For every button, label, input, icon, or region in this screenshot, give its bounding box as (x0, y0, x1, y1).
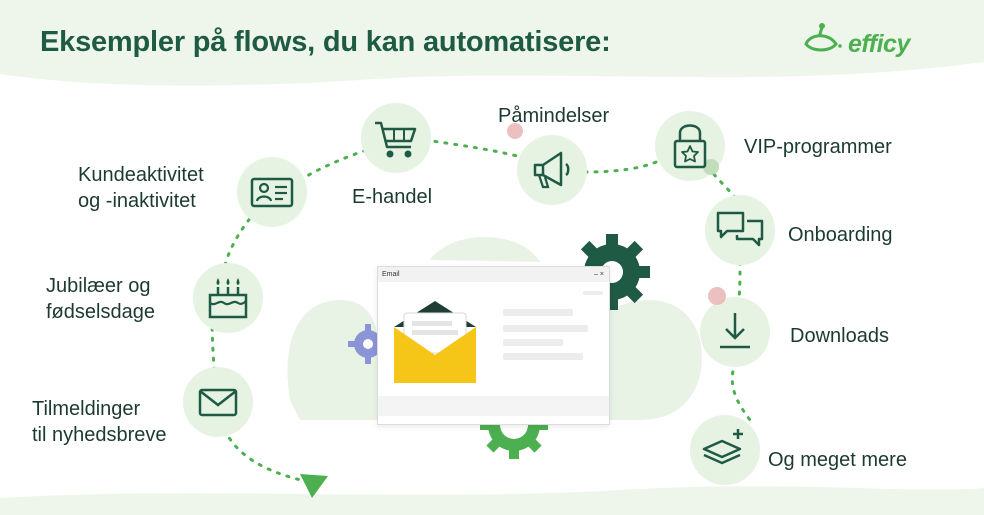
content-line (503, 325, 588, 332)
node-onboarding (705, 195, 775, 265)
content-line (503, 309, 573, 316)
node-downloads (700, 287, 770, 367)
label-paamindelser: Påmindelser (498, 105, 610, 127)
label-mere: Og meget mere (768, 449, 907, 471)
layers-plus-icon (702, 429, 743, 465)
email-window-titlebar: Email – × (378, 267, 609, 282)
download-icon (720, 313, 750, 349)
content-line (503, 339, 563, 346)
open-envelope-icon (394, 301, 476, 383)
node-ehandel (361, 103, 431, 173)
label-vip: VIP-programmer (744, 136, 892, 158)
node-vip (655, 111, 725, 181)
efficy-logo (804, 23, 842, 52)
node-tilmeldinger (183, 367, 253, 437)
lock-star-icon (673, 124, 707, 169)
content-line (503, 353, 583, 360)
logo-text: efficy (848, 30, 910, 58)
flow-arrow-head (300, 474, 328, 498)
node-paamindelser (507, 123, 587, 205)
node-mere (690, 415, 760, 485)
node-kundeaktivitet (237, 157, 307, 227)
label-onboarding: Onboarding (788, 224, 893, 246)
page-title: Eksempler på flows, du kan automatisere: (40, 26, 611, 58)
label-downloads: Downloads (790, 325, 889, 347)
node-jubilaeer (193, 263, 263, 333)
label-jubilaeer: Jubilæer og fødselsdage (46, 275, 155, 323)
megaphone-icon (533, 151, 570, 189)
label-ehandel: E-handel (352, 186, 433, 208)
header-background (0, 0, 984, 86)
email-window-footer (378, 396, 609, 416)
label-tilmeldinger: Tilmeldinger til nyhedsbreve (32, 398, 167, 446)
email-window: Email – × (377, 266, 610, 425)
envelope-icon (198, 388, 238, 417)
chat-bubbles-icon (716, 211, 764, 247)
birthday-cake-icon (208, 278, 248, 319)
contact-card-icon (250, 177, 294, 208)
email-window-title: Email (382, 271, 400, 278)
label-kundeaktivitet: Kundeaktivitet og -inaktivitet (78, 164, 204, 212)
window-toolbar-bar (583, 291, 603, 295)
window-controls[interactable]: – × (594, 271, 604, 278)
shopping-cart-icon (375, 121, 417, 158)
footer-background (0, 486, 984, 515)
